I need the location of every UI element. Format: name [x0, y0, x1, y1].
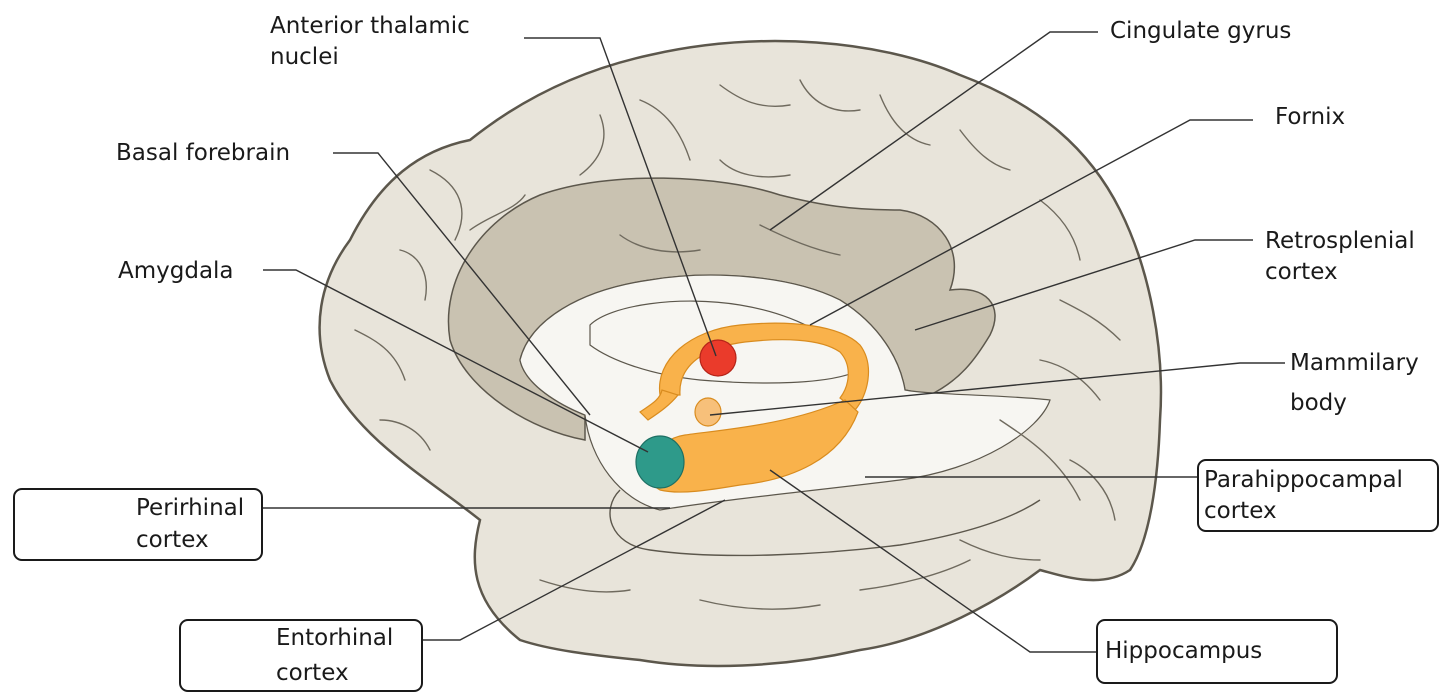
- label-basal-forebrain: Basal forebrain: [116, 140, 290, 166]
- label-cingulate-gyrus: Cingulate gyrus: [1110, 18, 1291, 44]
- label-anterior-thalamic-nuclei: Anterior thalamic nuclei: [270, 13, 477, 70]
- anterior-thalamic-nuclei: [700, 340, 736, 376]
- label-mammillary-body: Mammilary body: [1290, 350, 1426, 416]
- label-hippocampus: Hippocampus: [1105, 638, 1262, 664]
- amygdala: [636, 436, 684, 488]
- label-retrosplenial-cortex: Retrosplenial cortex: [1265, 228, 1422, 285]
- label-fornix: Fornix: [1275, 104, 1345, 130]
- mammillary-body: [695, 398, 721, 426]
- label-amygdala: Amygdala: [118, 258, 234, 284]
